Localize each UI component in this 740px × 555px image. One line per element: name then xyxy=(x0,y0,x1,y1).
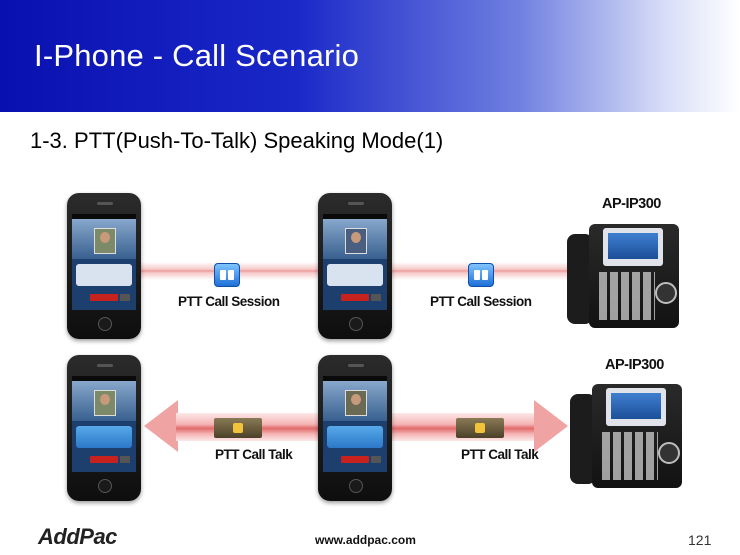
ptt-session-icon xyxy=(214,263,240,287)
handset-icon xyxy=(567,234,593,324)
ptt-session-icon xyxy=(468,263,494,287)
end-call-button xyxy=(90,456,118,463)
arrow-head-left-icon xyxy=(144,400,178,452)
end-call-button xyxy=(341,456,369,463)
smartphone-bottom-left xyxy=(67,355,141,501)
home-button-icon xyxy=(349,317,363,331)
page-title: I-Phone - Call Scenario xyxy=(34,38,360,73)
footer-url-link[interactable]: www.addpac.com xyxy=(315,533,416,547)
ptt-talk-speaker-icon xyxy=(214,418,262,438)
speaker-active-indicator xyxy=(76,426,132,448)
phone-display xyxy=(606,388,666,426)
contact-photo xyxy=(94,390,116,416)
microphone-active-indicator xyxy=(327,426,383,448)
session-label-right: PTT Call Session xyxy=(430,294,532,309)
ptt-talk-speaker-icon xyxy=(456,418,504,438)
contact-photo xyxy=(94,228,116,254)
arrow-head-right-icon xyxy=(534,400,568,452)
nav-wheel-icon xyxy=(655,282,677,304)
smartphone-bottom-middle xyxy=(318,355,392,501)
section-subtitle: 1-3. PTT(Push-To-Talk) Speaking Mode(1) xyxy=(30,128,444,153)
keypad-icon xyxy=(602,432,658,480)
smartphone-top-left xyxy=(67,193,141,339)
home-button-icon xyxy=(98,479,112,493)
addpac-logo: AddPac xyxy=(38,524,117,549)
end-call-button xyxy=(90,294,118,301)
device-model-bottom: AP-IP300 xyxy=(605,357,664,373)
contact-photo xyxy=(345,228,367,254)
handset-icon xyxy=(570,394,596,484)
phone-display xyxy=(603,228,663,266)
ip-desk-phone-bottom xyxy=(570,384,682,488)
session-label-left: PTT Call Session xyxy=(178,294,280,309)
home-button-icon xyxy=(98,317,112,331)
talk-label-left: PTT Call Talk xyxy=(215,447,293,462)
smartphone-top-middle xyxy=(318,193,392,339)
nav-wheel-icon xyxy=(658,442,680,464)
title-banner: I-Phone - Call Scenario xyxy=(0,0,740,112)
keypad-icon xyxy=(599,272,655,320)
page-number: 121 xyxy=(688,532,712,548)
ip-desk-phone-top xyxy=(567,224,679,328)
device-model-top: AP-IP300 xyxy=(602,196,661,212)
talk-label-right: PTT Call Talk xyxy=(461,447,539,462)
home-button-icon xyxy=(349,479,363,493)
contact-photo xyxy=(345,390,367,416)
end-call-button xyxy=(341,294,369,301)
